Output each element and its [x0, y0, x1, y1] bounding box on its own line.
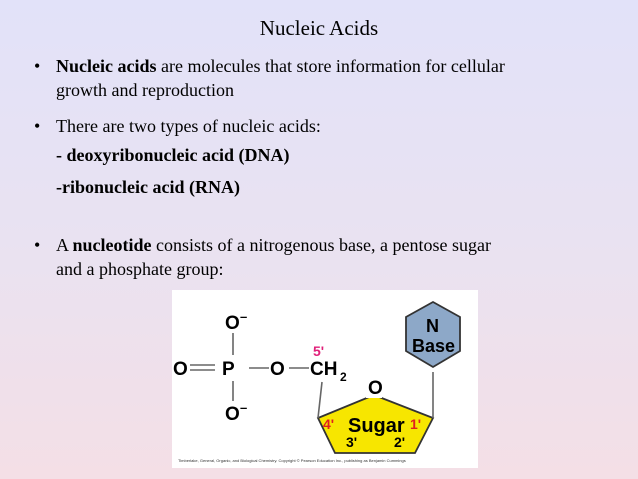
sub-item-rna: -ribonucleic acid (RNA) — [56, 177, 240, 197]
ring-oxygen: O — [368, 378, 383, 399]
phosphate-o-top-charge: – — [240, 309, 247, 324]
ch2-label: CH — [310, 359, 337, 380]
bullet-nucleotide: • A nucleotide consists of a nitrogenous… — [34, 233, 634, 283]
carbon-2-label: 2' — [394, 434, 405, 450]
phosphate-o-top: O — [225, 313, 240, 334]
bullet1-text: are molecules that store information for… — [156, 56, 505, 76]
sub-item-dna: - deoxyribonucleic acid (DNA) — [56, 145, 290, 165]
bullet2-text: There are two types of nucleic acids: — [56, 116, 321, 136]
sugar-label: Sugar — [348, 415, 405, 437]
ch2-subscript: 2 — [340, 370, 347, 384]
phosphate-o-left: O — [173, 359, 188, 380]
phosphate-o-right: O — [270, 359, 285, 380]
nucleotide-term: nucleotide — [72, 235, 152, 255]
ring-oxygen-bg — [366, 378, 382, 398]
bullet-two-types: • There are two types of nucleic acids: — [34, 114, 634, 138]
bond-ch2-ring — [317, 381, 323, 419]
c5-label: 5' — [313, 343, 324, 359]
slide-title: Nucleic Acids — [259, 16, 379, 40]
bullet3-pre: A — [56, 235, 73, 255]
bullet3-line2: and a phosphate group: — [56, 259, 224, 279]
bullet-dot: • — [34, 116, 41, 136]
carbon-1-label: 1' — [410, 416, 421, 432]
bullet-dot: • — [34, 56, 41, 76]
base-hexagon — [405, 300, 461, 369]
bullet3-text: consists of a nitrogenous base, a pentos… — [151, 235, 491, 255]
base-word-label: Base — [412, 336, 455, 356]
bullet1-line2: growth and reproduction — [56, 80, 234, 100]
phosphate-o-bottom: O — [225, 404, 240, 425]
bullet-dot: • — [34, 235, 41, 255]
phosphate-p: P — [222, 359, 235, 380]
base-n-label: N — [426, 316, 439, 336]
nucleotide-svg: O – O P O O – 5' CH 2 O Sugar 4' 1' 3' 2… — [173, 300, 461, 454]
bullet-nucleic-acids: • Nucleic acids are molecules that store… — [34, 54, 634, 104]
nucleotide-diagram: O – O P O O – 5' CH 2 O Sugar 4' 1' 3' 2… — [172, 290, 478, 468]
phosphate-o-bottom-charge: – — [240, 400, 247, 415]
nucleic-acids-term: Nucleic acids — [56, 56, 157, 76]
figure-credit: Timberlake, General, Organic, and Biolog… — [178, 458, 406, 463]
carbon-4-label: 4' — [323, 416, 334, 432]
sugar-ring — [316, 394, 435, 454]
carbon-3-label: 3' — [346, 434, 357, 450]
